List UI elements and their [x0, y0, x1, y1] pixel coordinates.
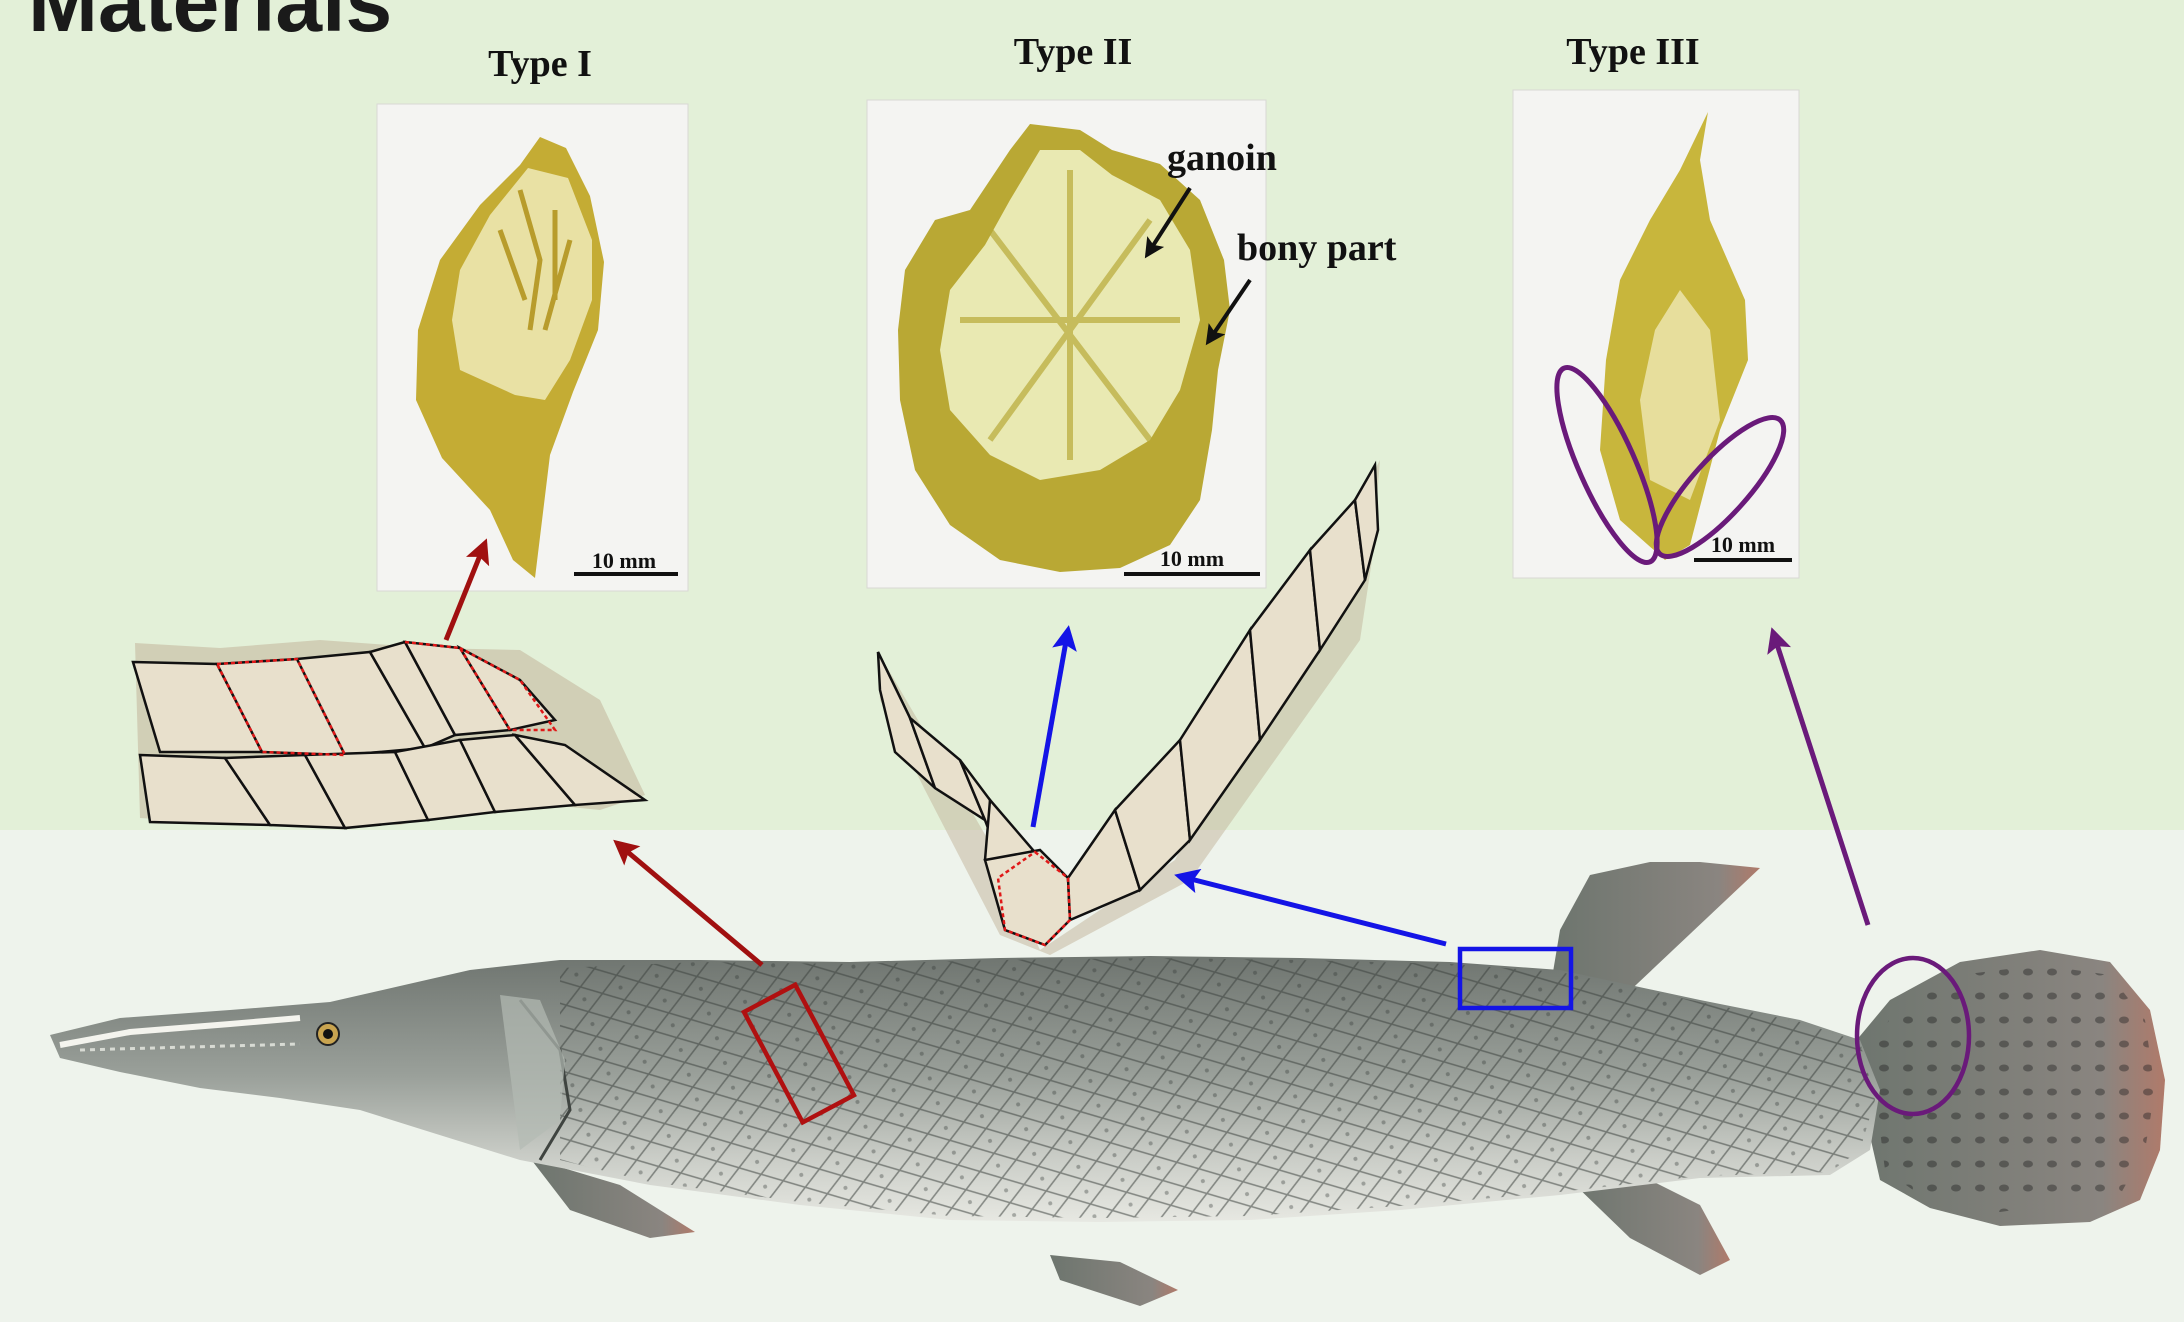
type-2-arrow-drawing-to-photo — [1033, 630, 1068, 827]
type-3-photo: 10 mm — [1513, 90, 1801, 578]
type-1-scale-bar-label: 10 mm — [592, 548, 656, 573]
type-3-scale-bar-label: 10 mm — [1711, 532, 1775, 557]
type-1-scale-rows — [133, 640, 645, 828]
type-1-arrow-fish-to-drawing — [617, 843, 762, 965]
type-2-scale-bar-label: 10 mm — [1160, 546, 1224, 571]
type-3-arrow-fish-to-photo — [1773, 632, 1868, 925]
ganoin-label: ganoin — [1167, 137, 1277, 179]
type-2-arrow-fish-to-drawing — [1179, 876, 1446, 944]
gar-fish-illustration — [50, 862, 2165, 1306]
type-2-photo: 10 mm ganoin bony part — [867, 100, 1397, 588]
type-1-photo: 10 mm — [377, 104, 688, 591]
bony-part-label: bony part — [1237, 227, 1397, 269]
